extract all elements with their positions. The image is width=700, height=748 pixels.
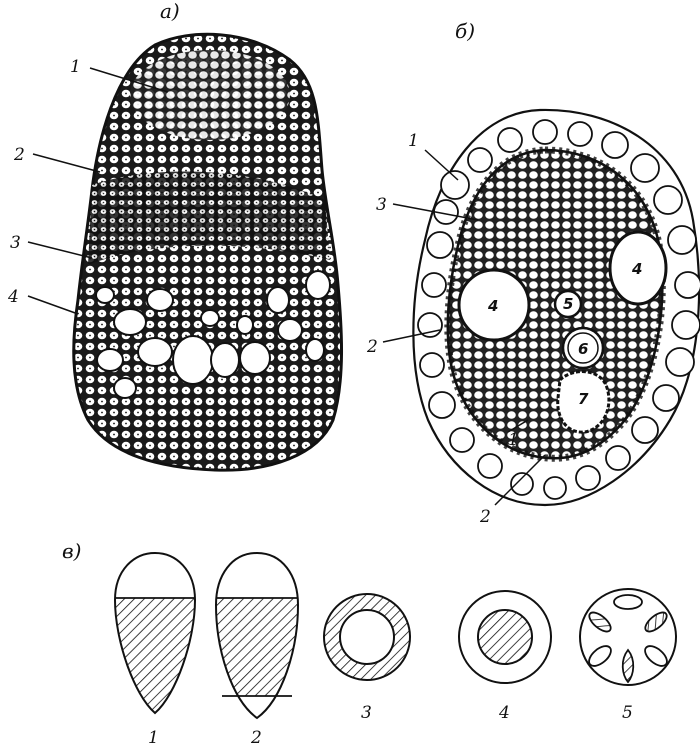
vessel-5: 5 (555, 291, 581, 317)
bundle-type-5: 5 (580, 589, 676, 723)
panel-v: в) 1 2 3 4 (62, 539, 676, 748)
panel-b: б) 4 4 5 (366, 19, 700, 527)
svg-text:6: 6 (578, 340, 588, 358)
svg-text:1: 1 (148, 728, 159, 748)
vessel-7: 7 (558, 372, 609, 433)
panel-v-label: в) (62, 539, 81, 563)
bundle-type-2: 2 (210, 553, 305, 748)
callout-a-4: 4 (7, 287, 19, 307)
callout-b-2-left: 2 (366, 337, 378, 357)
panel-a: а) 1 (7, 0, 342, 470)
svg-text:7: 7 (578, 390, 589, 408)
vessel-6: 6 (563, 328, 603, 368)
callout-b-1-top: 1 (408, 131, 419, 151)
callout-a-3: 3 (10, 233, 21, 253)
svg-text:4: 4 (631, 260, 642, 278)
panel-a-label: а) (160, 0, 180, 23)
svg-text:5: 5 (622, 703, 633, 723)
vessel-4-right: 4 (610, 232, 666, 304)
svg-text:3: 3 (361, 703, 372, 723)
bundle-type-1: 1 (110, 553, 200, 748)
svg-text:5: 5 (563, 295, 573, 313)
callout-b-3: 3 (376, 195, 387, 215)
callout-a-2: 2 (13, 145, 25, 165)
svg-text:4: 4 (487, 297, 498, 315)
panel-b-label: б) (455, 19, 475, 43)
svg-text:4: 4 (498, 703, 510, 723)
svg-text:2: 2 (250, 728, 262, 748)
callout-a-1: 1 (70, 57, 81, 77)
callout-b-1-bottom: 1 (508, 430, 519, 450)
bundle-type-4: 4 (459, 591, 551, 723)
vessel-4-left: 4 (459, 270, 529, 340)
callout-b-2-bottom: 2 (479, 507, 491, 527)
parenchyma-region (130, 50, 290, 140)
bundle-type-3: 3 (324, 594, 410, 723)
